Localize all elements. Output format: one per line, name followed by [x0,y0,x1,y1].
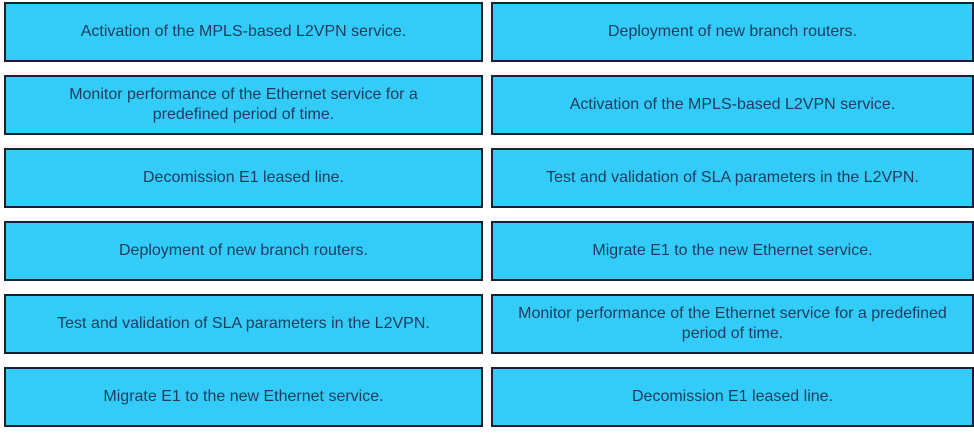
drag-card-left-test-validation-sla[interactable]: Test and validation of SLA parameters in… [4,294,483,354]
drag-card-label: Monitor performance of the Ethernet serv… [518,304,947,342]
drag-card-label: Deployment of new branch routers. [607,22,857,40]
drag-card-label: Activation of the MPLS-based L2VPN servi… [569,95,896,113]
drop-card-right-monitor-performance[interactable]: Monitor performance of the Ethernet serv… [491,294,974,354]
drag-card-label: Test and validation of SLA parameters in… [57,314,430,332]
drop-card-right-deployment-routers[interactable]: Deployment of new branch routers. [491,2,974,62]
drag-card-label: Test and validation of SLA parameters in… [546,168,919,186]
drag-card-left-deployment-routers[interactable]: Deployment of new branch routers. [4,221,483,281]
drag-card-label: Migrate E1 to the new Ethernet service. [103,387,384,405]
drag-card-label: Migrate E1 to the new Ethernet service. [592,241,873,259]
drag-card-label: Monitor performance of the Ethernet serv… [69,85,418,123]
drag-card-left-migrate-e1[interactable]: Migrate E1 to the new Ethernet service. [4,367,483,427]
drop-card-right-test-validation-sla[interactable]: Test and validation of SLA parameters in… [491,148,974,208]
drag-card-left-monitor-performance[interactable]: Monitor performance of the Ethernet serv… [4,75,483,135]
drag-drop-board: Activation of the MPLS-based L2VPN servi… [4,2,974,427]
drag-card-label: Decomission E1 leased line. [632,387,833,405]
drag-card-label: Deployment of new branch routers. [118,241,368,259]
drag-card-left-activation-l2vpn[interactable]: Activation of the MPLS-based L2VPN servi… [4,2,483,62]
drag-card-label: Activation of the MPLS-based L2VPN servi… [80,22,407,40]
drag-card-label: Decomission E1 leased line. [143,168,344,186]
drop-card-right-activation-l2vpn[interactable]: Activation of the MPLS-based L2VPN servi… [491,75,974,135]
drop-card-right-migrate-e1[interactable]: Migrate E1 to the new Ethernet service. [491,221,974,281]
drop-card-right-decomission-e1[interactable]: Decomission E1 leased line. [491,367,974,427]
drag-card-left-decomission-e1[interactable]: Decomission E1 leased line. [4,148,483,208]
